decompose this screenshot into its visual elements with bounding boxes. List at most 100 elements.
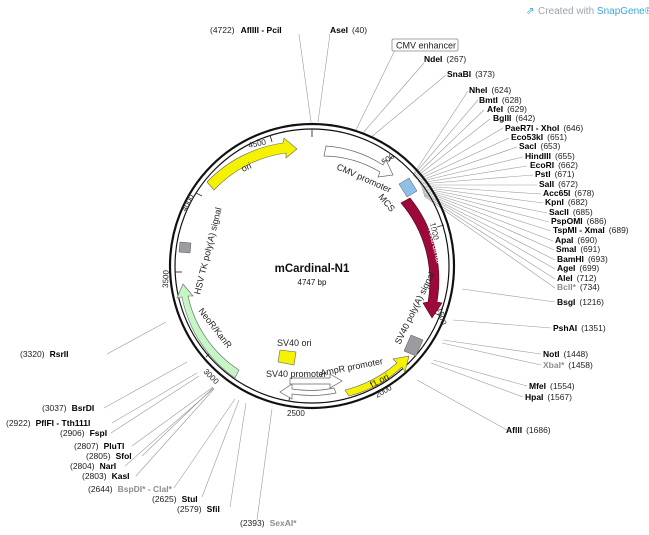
site-pluti[interactable]: (2807)PluTI (74, 441, 124, 451)
site-pshai[interactable]: PshAI(1351) (553, 323, 606, 333)
feature-cmv-promoter[interactable] (323, 145, 394, 178)
feature-ampr-promoter[interactable] (279, 383, 337, 400)
site-agei[interactable]: AgeI(699) (557, 263, 599, 273)
leader-pshai (452, 319, 552, 329)
leader-snabi (369, 74, 447, 139)
site-bmti[interactable]: BmtI(628) (479, 95, 522, 105)
site-hindiii[interactable]: HindIII(655) (525, 151, 575, 161)
site-bamhi[interactable]: BamHI(693) (557, 254, 608, 264)
site-ndei[interactable]: NdeI(267) (424, 54, 466, 64)
site-sexai[interactable]: (2393)SexAI* (240, 518, 297, 528)
feature-arrows (176, 137, 443, 400)
feature-hsv-tk-polya[interactable] (178, 241, 192, 254)
leader-ecori (418, 165, 528, 184)
feature-neo-kanr[interactable] (176, 283, 240, 379)
tick-4000 (195, 192, 203, 197)
site-smai[interactable]: SmaI(691) (556, 244, 600, 254)
feature-f1-ori[interactable] (344, 355, 410, 397)
site-fspi[interactable]: (2906)FspI (60, 428, 107, 438)
watermark-icon: ⇗ (526, 6, 534, 17)
site-mfei[interactable]: MfeI(1554) (529, 381, 575, 391)
site-nari[interactable]: (2804)NarI (70, 461, 116, 471)
feature-sv40-ori[interactable] (277, 349, 297, 366)
site-bspdi-clai[interactable]: (2644)BspDI* - ClaI* (88, 484, 173, 494)
feature-ori[interactable] (206, 137, 298, 191)
leader-ndei (361, 62, 425, 135)
site-tspmi-xmai[interactable]: TspMI - XmaI(689) (553, 225, 629, 235)
site-pspomi[interactable]: PspOMI(686) (551, 216, 607, 226)
leader-kpni (420, 186, 544, 204)
site-bsgi[interactable]: BsgI(1216) (557, 297, 604, 307)
feature-mcs[interactable] (398, 177, 418, 198)
watermark-suffix: ® (645, 6, 649, 17)
site-sali[interactable]: SalI(672) (539, 179, 578, 189)
site-alei[interactable]: AleI(712) (557, 273, 597, 283)
site-stui[interactable]: (2625)StuI (152, 494, 198, 504)
sv40-promoter-label: SV40 promoter (266, 369, 327, 379)
leader-psti (419, 174, 534, 185)
site-sacii[interactable]: SacII(685) (549, 207, 593, 217)
site-asei[interactable]: AseI(40) (330, 25, 367, 35)
site-afei[interactable]: AfeI(629) (487, 104, 527, 114)
tick-1000 (436, 224, 445, 228)
plasmid-name: mCardinal-N1 (275, 263, 350, 275)
leader-rsrii (106, 321, 167, 355)
site-kasi[interactable]: (2803)KasI (82, 471, 130, 481)
tick-500 (388, 154, 394, 162)
leader-aflii (416, 379, 508, 431)
site-aflIII-pciI[interactable]: (4722)AflIII - PciI (210, 25, 282, 35)
site-apai[interactable]: ApaI(690) (555, 235, 597, 245)
leader-bamhi (422, 192, 556, 261)
leader-alei (423, 194, 556, 280)
leader-sfoi (141, 387, 214, 457)
site-snabi[interactable]: SnaBI(373) (447, 69, 495, 79)
leader-stui (201, 399, 240, 498)
watermark-text: Created with SnapGene® (538, 6, 649, 17)
site-labels: (4722)AflIII - PciI AseI(40) NdeI(267) S… (6, 25, 629, 528)
leader-bsgi (461, 288, 556, 303)
feature-mcardinal[interactable] (400, 197, 443, 319)
site-bsrdi[interactable]: (3037)BsrDI (42, 403, 94, 413)
site-eco53ki[interactable]: Eco53kI(651) (511, 132, 567, 142)
leader-clai (173, 398, 236, 489)
tick-label-4500: 4500 (248, 137, 268, 150)
site-acc65i[interactable]: Acc65I(678) (543, 188, 594, 198)
site-sfii[interactable]: (2579)SfiI (177, 504, 220, 514)
leader-apai (422, 190, 554, 242)
leader-lines (103, 33, 556, 521)
site-paer7i-xhoi[interactable]: PaeR7I - XhoI(646) (505, 123, 583, 133)
mcs-label: MCS (376, 192, 397, 214)
site-psti[interactable]: PstI(671) (535, 169, 575, 179)
site-bglii[interactable]: BglII(642) (493, 113, 535, 123)
feature-sv40-promoter[interactable] (289, 373, 343, 389)
leader-eco53ki (416, 137, 510, 181)
site-ecori[interactable]: EcoRI(662) (530, 160, 578, 170)
leader-saci (417, 146, 518, 182)
ori-label: ori (240, 161, 253, 174)
leader-nhei (412, 90, 469, 176)
site-bcli[interactable]: BclI*(734) (557, 282, 600, 292)
site-noti[interactable]: NotI(1448) (543, 349, 588, 359)
site-sfoi[interactable]: (2805)SfoI (86, 451, 132, 461)
leader-bcli (423, 195, 556, 289)
leader-kasi (135, 388, 215, 477)
site-nhei[interactable]: NheI(624) (469, 85, 511, 95)
cmv-enhancer-label: CMV enhancer (396, 41, 456, 51)
site-pflfi-tth111i[interactable]: (2922)PflFI - Tth111I (6, 418, 90, 428)
site-xbai[interactable]: XbaI*(1458) (543, 360, 593, 370)
site-rsrii[interactable]: (3320)RsrII (20, 349, 68, 359)
site-saci[interactable]: SacI(653) (519, 141, 561, 151)
leader-hpai (430, 362, 524, 398)
site-kpni[interactable]: KpnI(682) (545, 197, 588, 207)
leader-bmti (412, 99, 479, 177)
site-aflii[interactable]: AflII(1686) (506, 425, 551, 435)
leader-bsrdi (103, 361, 188, 409)
leader-mfei (432, 359, 528, 387)
site-hpai[interactable]: HpaI(1567) (525, 392, 572, 402)
leader-bglii (414, 118, 491, 179)
watermark: ⇗ Created with SnapGene® (526, 6, 649, 17)
leader-tth111i (111, 372, 198, 424)
leader-sfii (229, 402, 247, 508)
leader-pluti (131, 386, 214, 447)
feature-sv40-polya[interactable] (403, 334, 424, 357)
